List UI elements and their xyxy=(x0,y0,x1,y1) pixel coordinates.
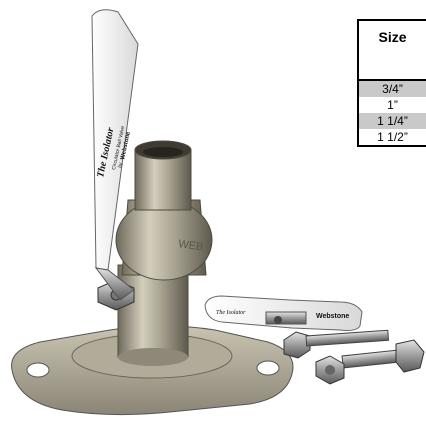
flange-bolt-hole-left xyxy=(26,362,50,378)
size-row: 1 1/4” xyxy=(358,113,426,129)
bolt-upper xyxy=(283,329,390,359)
size-table: Size 3/4” 1” 1 1/4” 1 1/2” xyxy=(357,19,426,147)
bolt-nut xyxy=(315,355,345,385)
valve-body: WEB xyxy=(115,140,213,366)
spare-handle: The Isolator Webstone xyxy=(204,295,363,331)
valve-handle[interactable]: The Isolator Circulator Ball Valve by We… xyxy=(91,9,139,301)
spare-handle-maker: Webstone xyxy=(316,313,349,320)
body-stamp: WEB xyxy=(178,238,204,253)
spare-handle-brand: The Isolator xyxy=(216,310,246,316)
size-row: 3/4” xyxy=(358,80,426,97)
bolt-lower xyxy=(341,339,425,373)
size-row: 1 1/2” xyxy=(358,129,426,147)
handle-line2: by xyxy=(117,162,124,169)
size-header: Size xyxy=(358,19,426,81)
flange-bolt-hole-right xyxy=(256,360,280,376)
handle-maker: Webstone xyxy=(120,131,132,161)
size-row: 1” xyxy=(387,98,398,112)
